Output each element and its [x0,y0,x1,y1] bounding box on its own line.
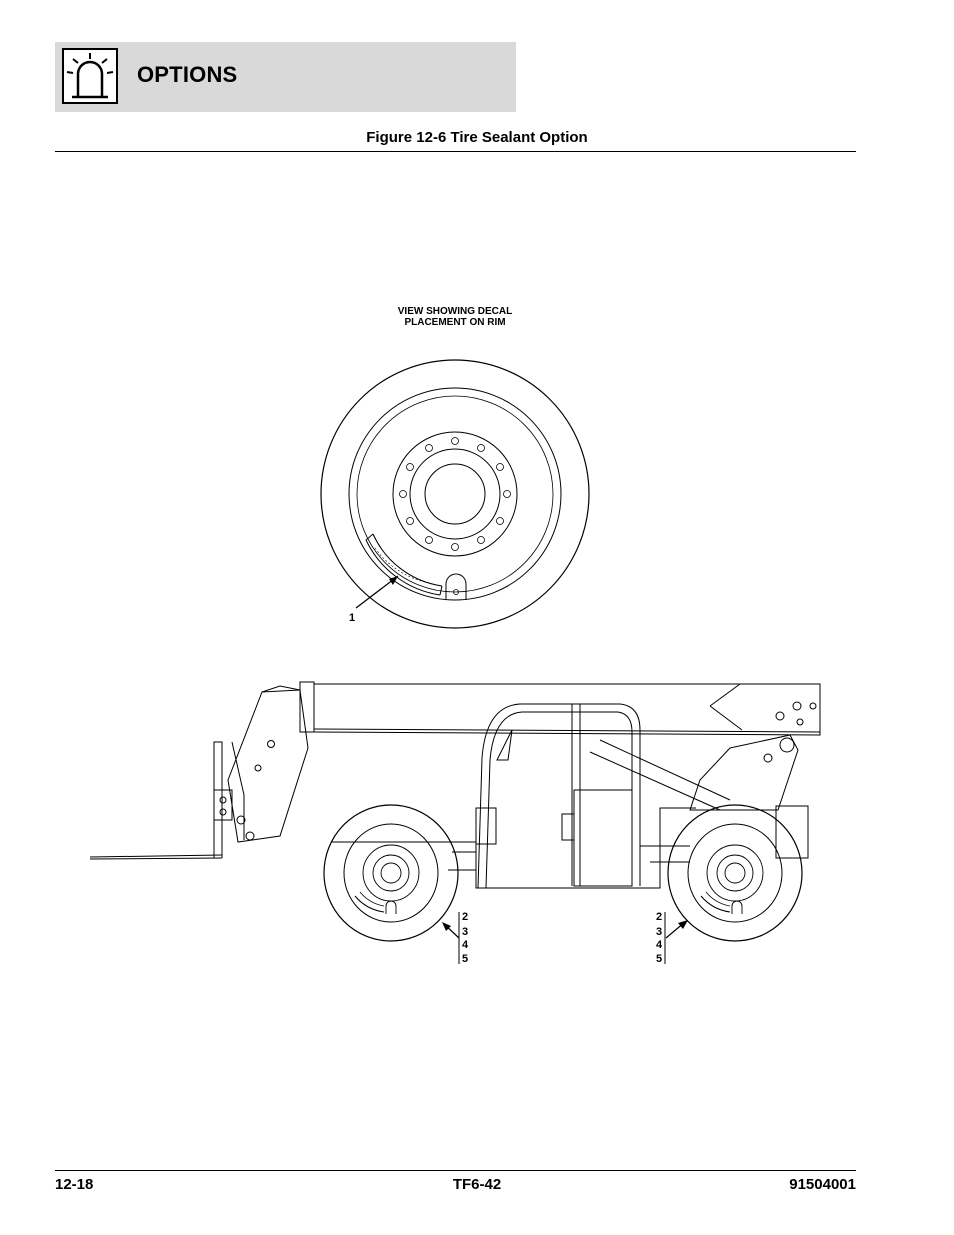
front-wheel [323,804,459,942]
footer-model: TF6-42 [452,1176,502,1193]
callout-rear-arrowhead [678,920,688,929]
footer-manual-number: 91504001 [789,1176,856,1193]
callout-front-4: 4 [462,939,469,951]
callout-front-2: 2 [462,911,468,923]
telehandler-side-view [89,681,821,889]
callout-1-arrowhead [389,576,398,585]
callout-front-arrowhead [442,922,451,931]
figure-title: Figure 12-6 Tire Sealant Option [366,129,588,146]
callout-rear-2: 2 [656,911,662,923]
footer-rule [55,1170,856,1171]
footer-page-number: 12-18 [55,1176,94,1193]
detail-label-line1: VIEW SHOWING DECAL [398,306,512,317]
callout-rear-5: 5 [656,953,662,965]
detail-label-line2: PLACEMENT ON RIM [404,317,505,328]
rear-wheel [667,804,803,942]
callout-front-5: 5 [462,953,468,965]
header-rule [55,151,856,152]
section-title: OPTIONS [137,62,238,87]
detail-wheel [320,359,590,629]
callout-front-3: 3 [462,926,468,938]
warning-light-icon [62,48,118,104]
callout-1: 1 [349,612,355,624]
header-band [55,42,516,112]
callout-rear-3: 3 [656,926,662,938]
callout-rear-4: 4 [656,939,663,951]
